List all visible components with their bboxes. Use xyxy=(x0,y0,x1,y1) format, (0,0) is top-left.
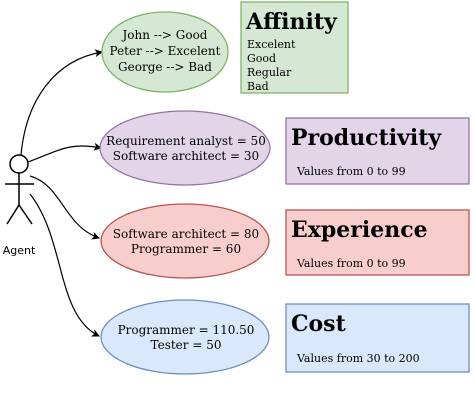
connector-productivity xyxy=(27,142,102,163)
affinity-title: Affinity xyxy=(245,9,338,35)
experience-line-1: Software architect = 80 xyxy=(113,227,259,241)
affinity-item-3: Regular xyxy=(247,66,292,79)
connectors xyxy=(20,49,103,337)
affinity-item-2: Good xyxy=(247,52,276,65)
productivity-title: Productivity xyxy=(291,125,442,151)
cost-ellipse xyxy=(100,299,270,375)
experience-line-2: Programmer = 60 xyxy=(131,242,241,256)
cost-box xyxy=(285,303,470,373)
affinity-box xyxy=(240,1,349,94)
experience-title: Experience xyxy=(291,217,428,243)
affinity-line-3: George --> Bad xyxy=(118,60,212,74)
cost-title: Cost xyxy=(291,311,347,337)
affinity-item-1: Excelent xyxy=(247,38,296,51)
cost-subtitle: Values from 30 to 200 xyxy=(296,352,420,365)
cost-line-1: Programmer = 110.50 xyxy=(118,323,255,337)
connector-experience xyxy=(29,175,100,240)
experience-subtitle: Values from 0 to 99 xyxy=(296,257,406,270)
productivity-ellipse xyxy=(99,110,271,186)
productivity-line-2: Software architect = 30 xyxy=(113,149,259,163)
affinity-ellipse xyxy=(101,11,229,93)
productivity-line-1: Requirement analyst = 50 xyxy=(106,134,266,148)
productivity-box xyxy=(285,117,470,185)
affinity-line-1: John --> Good xyxy=(120,28,207,42)
experience-ellipse xyxy=(100,203,270,279)
agent-label: Agent xyxy=(3,244,36,257)
agent-figure xyxy=(5,154,34,225)
affinity-line-2: Peter --> Excelent xyxy=(110,44,221,58)
connector-affinity xyxy=(20,49,103,156)
connector-cost xyxy=(29,193,100,337)
cost-line-2: Tester = 50 xyxy=(151,338,222,352)
affinity-item-4: Bad xyxy=(247,80,269,93)
productivity-subtitle: Values from 0 to 99 xyxy=(296,165,406,178)
experience-box xyxy=(285,209,470,276)
